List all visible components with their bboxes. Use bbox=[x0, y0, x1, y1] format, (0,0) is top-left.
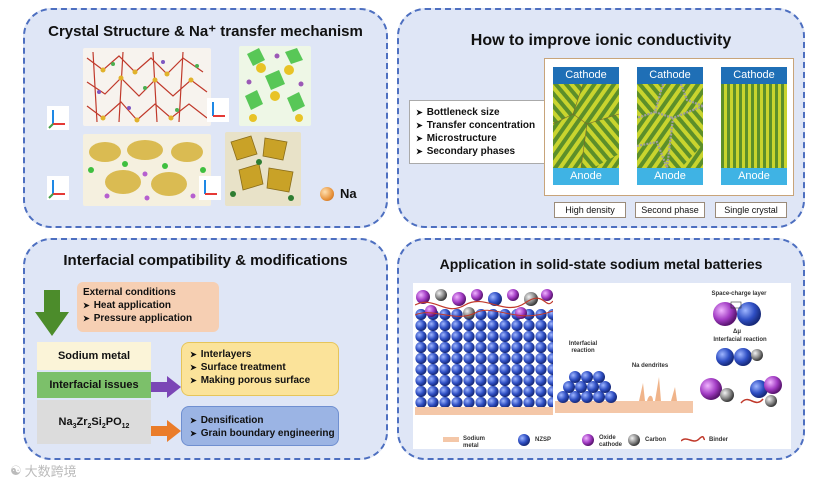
conductivity-factors-box: ➤Bottleneck size ➤Transfer concentration… bbox=[409, 100, 545, 164]
axis-indicator-2 bbox=[207, 98, 229, 122]
external-conditions-box: External conditions ➤Heat application ➤P… bbox=[77, 282, 219, 332]
anode-label: Anode bbox=[553, 168, 619, 185]
cathode-label: Cathode bbox=[553, 67, 619, 84]
carbon-legend-icon bbox=[628, 434, 640, 446]
binder-legend-icon bbox=[681, 436, 705, 442]
interfacial-panel: Interfacial compatibility & modification… bbox=[23, 238, 388, 460]
composite-cathode-illustration bbox=[415, 289, 553, 415]
factor-item: ➤Secondary phases bbox=[416, 146, 516, 157]
axis-indicator-1 bbox=[47, 106, 69, 130]
caption-single-crystal: Single crystal bbox=[715, 202, 787, 218]
arrow-bullet-icon: ➤ bbox=[83, 314, 90, 323]
legend-binder: Binder bbox=[709, 437, 729, 443]
bulk-mod-item: ➤Grain boundary engineering bbox=[190, 428, 335, 439]
interface-mod-item: ➤Surface treatment bbox=[190, 362, 286, 373]
battery-application-panel: Application in solid-state sodium metal … bbox=[397, 238, 805, 460]
external-item: ➤Heat application bbox=[83, 300, 171, 311]
axis-indicator-3 bbox=[47, 176, 69, 200]
external-item: ➤Pressure application bbox=[83, 313, 193, 324]
space-charge-label: Space-charge layer bbox=[711, 291, 767, 297]
factor-item: ➤Bottleneck size bbox=[416, 107, 500, 118]
na-atom-icon bbox=[320, 186, 334, 201]
arrow-bullet-icon: ➤ bbox=[190, 350, 197, 359]
axis-indicator-4 bbox=[199, 176, 221, 200]
interfacial-reaction-illustration bbox=[555, 371, 619, 413]
interfacial-reaction-mid-label: Interfacial reaction bbox=[568, 341, 598, 354]
oxide-cathode-legend-icon bbox=[582, 434, 594, 446]
crystal-structure-title: Crystal Structure & Na⁺ transfer mechani… bbox=[48, 23, 363, 40]
single-crystal-microstructure bbox=[721, 84, 787, 168]
legend-oxide-cathode: Oxide cathode bbox=[599, 435, 623, 448]
na-legend-label: Na bbox=[340, 186, 357, 201]
anode-label: Anode bbox=[721, 168, 787, 185]
factor-item: ➤Microstructure bbox=[416, 133, 497, 144]
bulk-mod-item: ➤Densification bbox=[190, 415, 264, 426]
crystal-structure-image-1 bbox=[83, 48, 211, 126]
watermark: ☯ 大数跨境 bbox=[10, 461, 77, 480]
delta-mu-label: Δμ bbox=[733, 329, 741, 335]
second-phase-microstructure bbox=[637, 84, 703, 168]
arrow-bullet-icon: ➤ bbox=[190, 429, 197, 438]
interfacial-title: Interfacial compatibility & modification… bbox=[63, 252, 348, 269]
legend-sodium-metal: Sodium metal bbox=[463, 436, 485, 449]
arrow-bullet-icon: ➤ bbox=[190, 376, 197, 385]
factor-item: ➤Transfer concentration bbox=[416, 120, 536, 131]
interface-mod-item: ➤Making porous surface bbox=[190, 375, 311, 386]
purple-right-arrow-icon bbox=[151, 376, 181, 398]
interface-mod-item: ➤Interlayers bbox=[190, 349, 252, 360]
caption-second-phase: Second phase bbox=[635, 202, 705, 218]
cell-single-crystal: Cathode Anode bbox=[721, 67, 787, 185]
caption-high-density: High density bbox=[554, 202, 626, 218]
orange-right-arrow-icon bbox=[151, 420, 181, 442]
sodium-metal-layer: Sodium metal bbox=[37, 342, 151, 370]
external-conditions-heading: External conditions bbox=[83, 287, 176, 298]
battery-schematic: Interfacial reaction Na dendrites Space-… bbox=[413, 283, 791, 449]
green-down-arrow-icon bbox=[35, 290, 69, 336]
arrow-bullet-icon: ➤ bbox=[83, 301, 90, 310]
crystal-structure-panel: Crystal Structure & Na⁺ transfer mechani… bbox=[23, 8, 388, 228]
watermark-logo-icon: ☯ bbox=[10, 462, 22, 478]
high-density-microstructure bbox=[553, 84, 619, 168]
nzsp-legend-icon bbox=[518, 434, 530, 446]
nzsp-electrolyte-layer: Na3Zr2Si2PO12 bbox=[37, 400, 151, 444]
legend-carbon: Carbon bbox=[645, 437, 666, 443]
interfacial-issues-layer: Interfacial issues bbox=[37, 372, 151, 398]
interfacial-reaction-particles bbox=[700, 348, 782, 407]
ionic-conductivity-title: How to improve ionic conductivity bbox=[470, 32, 732, 49]
na-legend: Na bbox=[320, 186, 357, 201]
cell-high-density: Cathode Anode bbox=[553, 67, 619, 185]
arrow-bullet-icon: ➤ bbox=[416, 134, 423, 143]
arrow-bullet-icon: ➤ bbox=[416, 147, 423, 156]
bulk-modifications-box: ➤Densification ➤Grain boundary engineeri… bbox=[181, 406, 339, 446]
anode-label: Anode bbox=[637, 168, 703, 185]
battery-legend: Sodium metal NZSP Oxide cathode Carbon B… bbox=[413, 433, 791, 449]
crystal-structure-image-3 bbox=[83, 134, 211, 206]
cell-comparison-frame: Cathode Anode Cathode bbox=[544, 58, 794, 196]
arrow-bullet-icon: ➤ bbox=[416, 121, 423, 130]
sodium-metal-legend-swatch bbox=[443, 437, 459, 442]
legend-nzsp: NZSP bbox=[535, 437, 552, 443]
interfacial-reaction-right-label: Interfacial reaction bbox=[713, 337, 767, 343]
arrow-bullet-icon: ➤ bbox=[416, 108, 423, 117]
cathode-label: Cathode bbox=[637, 67, 703, 84]
space-charge-illustration bbox=[713, 301, 761, 326]
watermark-text: 大数跨境 bbox=[24, 464, 77, 479]
interface-modifications-box: ➤Interlayers ➤Surface treatment ➤Making … bbox=[181, 342, 339, 396]
crystal-structure-image-2 bbox=[239, 46, 311, 126]
cell-second-phase: Cathode Anode bbox=[637, 67, 703, 185]
na-dendrites-label: Na dendrites bbox=[631, 363, 669, 369]
arrow-bullet-icon: ➤ bbox=[190, 363, 197, 372]
battery-application-title: Application in solid-state sodium metal … bbox=[439, 256, 763, 272]
cathode-label: Cathode bbox=[721, 67, 787, 84]
ionic-conductivity-panel: How to improve ionic conductivity ➤Bottl… bbox=[397, 8, 805, 228]
crystal-structure-image-4 bbox=[225, 132, 301, 206]
arrow-bullet-icon: ➤ bbox=[190, 416, 197, 425]
na-dendrites-illustration bbox=[619, 377, 693, 413]
